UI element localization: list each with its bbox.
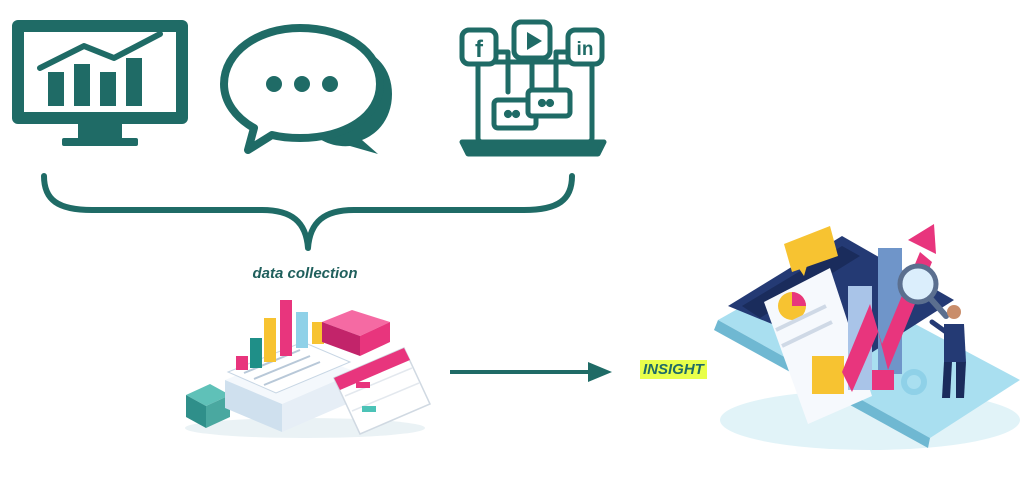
monitor-chart-icon [12, 20, 188, 146]
data-collection-label: data collection [252, 265, 358, 282]
chat-bubbles-icon [220, 24, 392, 154]
flow-arrow [450, 362, 612, 382]
linkedin-icon: in [577, 39, 594, 60]
data-documents-calendar-icon [185, 300, 432, 438]
insight-label: INSIGHT [640, 360, 707, 379]
facebook-icon: f [475, 36, 484, 63]
analytics-dashboard-icon [714, 224, 1020, 450]
collection-brace [41, 173, 575, 251]
social-media-laptop-icon [459, 19, 607, 157]
